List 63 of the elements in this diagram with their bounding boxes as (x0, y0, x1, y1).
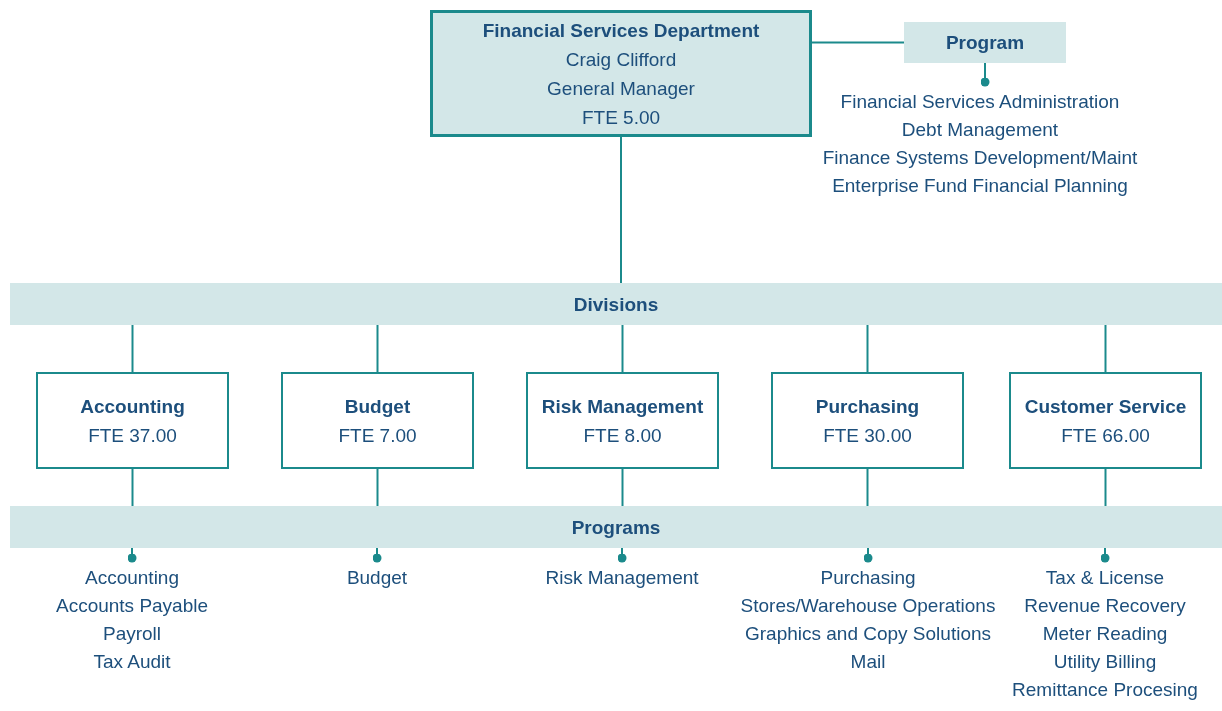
program-name: Debt Management (901, 118, 1059, 142)
connector-line (1104, 324, 1107, 373)
box-heading: Divisions (573, 292, 659, 317)
box-detail: FTE 37.00 (88, 423, 177, 448)
program-name: Enterprise Fund Financial Planning (832, 174, 1128, 198)
program-name: Tax & License (1045, 566, 1165, 590)
connector-line (617, 547, 627, 563)
section-band (10, 283, 1222, 325)
division-box (1009, 372, 1202, 469)
connector-line (1100, 547, 1110, 563)
connector-line (866, 468, 869, 507)
box-heading: Financial Services Department (482, 18, 760, 43)
program-name: Payroll (102, 622, 162, 646)
connector-line (811, 41, 905, 44)
program-name: Revenue Recovery (1024, 594, 1186, 618)
connector-line (866, 324, 869, 373)
connector-line (1104, 468, 1107, 507)
connector-line (127, 547, 137, 563)
program-name: Accounting (85, 566, 179, 590)
section-band (10, 506, 1222, 548)
connector-line (376, 324, 379, 373)
box-heading: Programs (571, 515, 661, 540)
program-name: Stores/Warehouse Operations (740, 594, 996, 618)
connector-line (621, 324, 624, 373)
program-tab (904, 22, 1066, 63)
box-heading: Program (945, 31, 1025, 55)
connector-line (621, 468, 624, 507)
box-heading: Customer Service (1024, 394, 1187, 419)
connector-line (131, 324, 134, 373)
connector-line (980, 62, 990, 87)
program-name: Purchasing (820, 566, 916, 590)
box-detail: FTE 66.00 (1061, 423, 1150, 448)
program-name: Budget (346, 566, 408, 590)
division-box (36, 372, 229, 469)
program-name: Tax Audit (93, 650, 171, 674)
box-detail: Craig Clifford (565, 47, 677, 72)
program-name: Finance Systems Development/Maint (822, 146, 1138, 170)
box-detail: FTE 30.00 (823, 423, 912, 448)
box-heading: Budget (344, 394, 411, 419)
program-name: Remittance Procesing (1012, 678, 1198, 702)
program-name: Meter Reading (1042, 622, 1168, 646)
box-detail: FTE 7.00 (338, 423, 417, 448)
box-detail: General Manager (547, 76, 695, 101)
connector-line (863, 547, 873, 563)
program-name: Mail (850, 650, 886, 674)
box-heading: Purchasing (815, 394, 920, 419)
program-name: Graphics and Copy Solutions (744, 622, 992, 646)
program-name: Utility Billing (1053, 650, 1157, 674)
program-name: Accounts Payable (55, 594, 209, 618)
division-box (526, 372, 719, 469)
department-box (430, 10, 812, 137)
box-detail: FTE 8.00 (583, 423, 662, 448)
connector-line (131, 468, 134, 507)
box-heading: Accounting (80, 394, 185, 419)
division-box (771, 372, 964, 469)
connector-line (620, 136, 622, 284)
program-name: Risk Management (545, 566, 699, 590)
division-box (281, 372, 474, 469)
connector-line (376, 468, 379, 507)
program-name: Financial Services Administration (840, 90, 1120, 114)
connector-line (372, 547, 382, 563)
box-heading: Risk Management (541, 394, 704, 419)
box-detail: FTE 5.00 (581, 105, 661, 130)
